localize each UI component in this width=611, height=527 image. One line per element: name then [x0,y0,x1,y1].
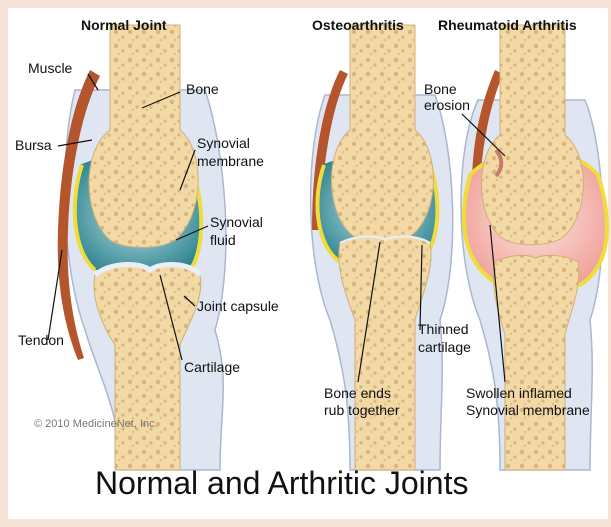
label-joint-capsule: Joint capsule [197,298,279,314]
upper-bone [89,25,198,248]
label-thinned-cartilage-2: cartilage [418,339,471,355]
label-synovial-membrane-1: Synovial [197,135,250,151]
oa-upper-bone [331,25,433,242]
label-bone: Bone [186,81,219,97]
heading-rheumatoid: Rheumatoid Arthritis [438,17,577,33]
copyright-notice: © 2010 MedicineNet, Inc. [34,418,158,430]
label-synovial-fluid-2: fluid [210,232,236,248]
label-tendon: Tendon [18,332,64,348]
heading-normal: Normal Joint [81,17,167,33]
heading-osteoarthritis: Osteoarthritis [312,17,404,33]
figure-caption: Normal and Arthritic Joints [95,465,468,501]
label-swollen-1: Swollen inflamed [466,385,572,401]
label-cartilage: Cartilage [184,359,240,375]
label-bone-erosion-2: erosion [424,97,470,113]
label-bone-ends-1: Bone ends [324,385,391,401]
label-thinned-cartilage-1: Thinned [418,321,469,337]
label-muscle: Muscle [28,60,73,76]
label-bone-ends-2: rub together [324,402,400,418]
label-synovial-fluid-1: Synovial [210,214,263,230]
label-bone-erosion-1: Bone [424,81,457,97]
label-synovial-membrane-2: membrane [197,153,264,169]
label-bursa: Bursa [15,137,52,153]
label-swollen-2: Synovial membrane [466,402,590,418]
